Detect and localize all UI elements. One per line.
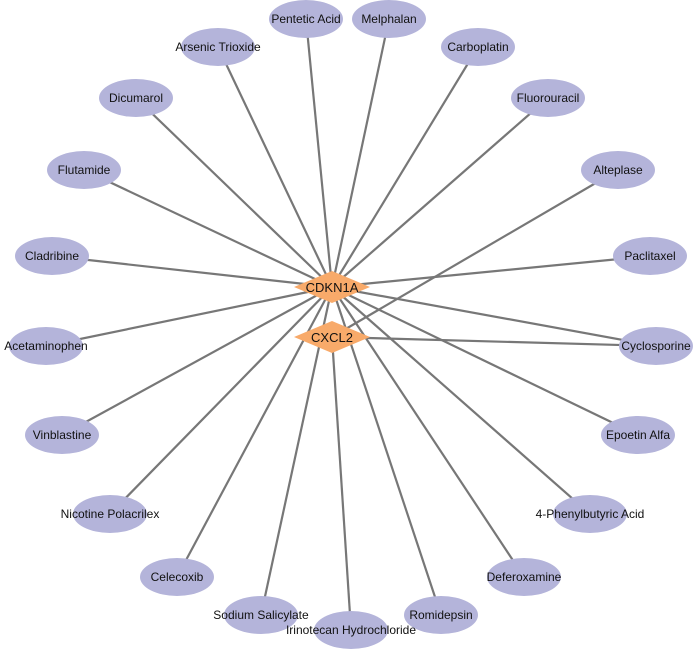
drug-node-deferoxamine[interactable]: Deferoxamine — [487, 558, 562, 596]
drug-node-cladribine[interactable]: Cladribine — [15, 237, 89, 275]
edge-acetaminophen-CDKN1A — [45, 285, 333, 348]
drug-node-cyclosporine[interactable]: Cyclosporine — [619, 327, 693, 365]
drug-node-shape — [619, 327, 693, 365]
edge-layer — [45, 18, 657, 631]
drug-node-shape — [601, 416, 675, 454]
edge-fluorouracil-CDKN1A — [331, 97, 549, 288]
drug-node-label: Flutamide — [58, 163, 111, 177]
drug-node-label: Carboplatin — [447, 40, 508, 54]
drug-node-epoetin-alfa[interactable]: Epoetin Alfa — [601, 416, 675, 454]
edge-4-phenylbutyric-acid-CDKN1A — [331, 286, 591, 515]
drug-node-dicumarol[interactable]: Dicumarol — [99, 79, 173, 117]
edge-pentetic-acid-CDKN1A — [304, 18, 334, 288]
drug-node-label: Deferoxamine — [487, 570, 562, 584]
drug-node-vinblastine[interactable]: Vinblastine — [25, 416, 99, 454]
drug-node-label: Sodium Salicylate — [213, 608, 309, 622]
drug-node-shape — [581, 151, 655, 189]
drug-node-paclitaxel[interactable]: Paclitaxel — [613, 237, 687, 275]
drug-node-shape — [441, 28, 515, 66]
drug-node-label: Nicotine Polacrilex — [61, 507, 160, 521]
drug-node-shape — [47, 151, 121, 189]
edge-flutamide-CDKN1A — [83, 169, 333, 288]
gene-node-cdkn1a[interactable]: CDKN1A — [294, 271, 370, 303]
drug-node-flutamide[interactable]: Flutamide — [47, 151, 121, 189]
drug-node-shape — [140, 558, 214, 596]
drug-node-irinotecan-hydrochloride[interactable]: Irinotecan Hydrochloride — [286, 611, 416, 649]
edge-nicotine-polacrilex-CDKN1A — [109, 286, 333, 515]
drug-node-shape — [224, 596, 298, 634]
drug-node-shape — [511, 79, 585, 117]
gene-node-label: CXCL2 — [311, 330, 353, 345]
edge-irinotecan-hydrochloride-CXCL2 — [330, 336, 353, 631]
edge-melphalan-CDKN1A — [330, 18, 391, 288]
drug-node-shape — [99, 79, 173, 117]
drug-node-sodium-salicylate[interactable]: Sodium Salicylate — [213, 596, 309, 634]
drug-node-label: Cladribine — [25, 249, 79, 263]
drug-node-4-phenylbutyric-acid[interactable]: 4-Phenylbutyric Acid — [536, 495, 645, 533]
drug-node-shape — [73, 495, 147, 533]
drug-node-label: Paclitaxel — [624, 249, 675, 263]
edge-paclitaxel-CDKN1A — [331, 254, 651, 289]
drug-node-label: Dicumarol — [109, 91, 163, 105]
drug-node-shape — [15, 237, 89, 275]
drug-node-shape — [181, 28, 255, 66]
edge-dicumarol-CDKN1A — [135, 97, 333, 288]
drug-node-label: Pentetic Acid — [271, 12, 340, 26]
drug-node-romidepsin[interactable]: Romidepsin — [404, 596, 478, 634]
drug-node-shape — [613, 237, 687, 275]
drug-node-nicotine-polacrilex[interactable]: Nicotine Polacrilex — [61, 495, 160, 533]
drug-node-label: Romidepsin — [409, 608, 472, 622]
drug-node-label: Melphalan — [361, 12, 416, 26]
gene-node-cxcl2[interactable]: CXCL2 — [294, 321, 370, 353]
edge-cyclosporine-CDKN1A — [331, 285, 657, 348]
drug-node-celecoxib[interactable]: Celecoxib — [140, 558, 214, 596]
drug-node-label: Epoetin Alfa — [606, 428, 670, 442]
drug-node-shape — [352, 0, 426, 38]
gene-node-layer: CDKN1A CXCL2 — [294, 271, 370, 353]
edge-vinblastine-CDKN1A — [61, 286, 333, 436]
drug-node-shape — [269, 0, 343, 38]
drug-node-label: Fluorouracil — [517, 91, 580, 105]
edge-cyclosporine-CXCL2 — [331, 335, 657, 348]
drug-node-label: Cyclosporine — [621, 339, 691, 353]
drug-node-shape — [553, 495, 627, 533]
edge-epoetin-alfa-CDKN1A — [331, 286, 639, 436]
drug-node-alteplase[interactable]: Alteplase — [581, 151, 655, 189]
drug-node-melphalan[interactable]: Melphalan — [352, 0, 426, 38]
drug-node-label: Alteplase — [593, 163, 643, 177]
gene-node-label: CDKN1A — [306, 280, 359, 295]
drug-node-shape — [404, 596, 478, 634]
drug-node-label: Vinblastine — [33, 428, 92, 442]
drug-node-fluorouracil[interactable]: Fluorouracil — [511, 79, 585, 117]
drug-node-shape — [9, 327, 83, 365]
drug-node-label: Arsenic Trioxide — [175, 40, 261, 54]
edge-arsenic-trioxide-CDKN1A — [217, 46, 333, 288]
edge-carboplatin-CDKN1A — [331, 46, 479, 288]
gene-node-shape — [294, 271, 370, 303]
drug-node-label: Celecoxib — [151, 570, 204, 584]
drug-node-pentetic-acid[interactable]: Pentetic Acid — [269, 0, 343, 38]
drug-node-shape — [487, 558, 561, 596]
drug-node-carboplatin[interactable]: Carboplatin — [441, 28, 515, 66]
drug-node-label: Acetaminophen — [4, 339, 87, 353]
drug-node-label: 4-Phenylbutyric Acid — [536, 507, 645, 521]
gene-node-shape — [294, 321, 370, 353]
drug-node-shape — [314, 611, 388, 649]
drug-node-acetaminophen[interactable]: Acetaminophen — [4, 327, 88, 365]
edge-cladribine-CDKN1A — [51, 254, 333, 289]
drug-node-shape — [25, 416, 99, 454]
drug-node-label: Irinotecan Hydrochloride — [286, 623, 416, 637]
drug-node-arsenic-trioxide[interactable]: Arsenic Trioxide — [175, 28, 261, 66]
